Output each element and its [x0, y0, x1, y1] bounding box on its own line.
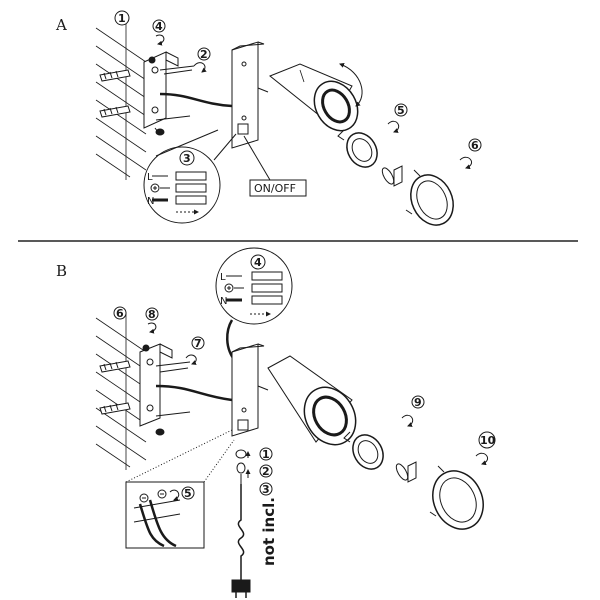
step-number: 4 — [254, 256, 262, 269]
cable-clamp-inset — [125, 481, 205, 549]
step-number: 1 — [118, 12, 126, 25]
callout-line — [203, 439, 235, 483]
wiring-neutral-label: N — [220, 296, 227, 307]
wiring-live-label: L — [147, 172, 153, 183]
step-marker: 1 — [114, 10, 130, 26]
step-number: 5 — [184, 487, 192, 500]
mounting-bracket — [139, 343, 173, 427]
wall-plug — [99, 360, 131, 373]
screw — [155, 65, 195, 121]
rotate-arrow-icon — [169, 489, 180, 501]
step-marker: 2 — [259, 464, 273, 478]
not-included-label: not incl. — [260, 497, 278, 566]
step-number: 2 — [200, 48, 208, 61]
light-bulb — [343, 431, 384, 470]
step-number: 3 — [262, 483, 270, 496]
screw — [155, 361, 191, 417]
step-marker: 6 — [459, 138, 482, 170]
rotate-arrow-icon — [193, 62, 207, 73]
earth-ground-icon — [150, 183, 160, 193]
switch-icon — [237, 419, 249, 431]
step-marker: 4 — [152, 19, 166, 46]
cable — [155, 384, 233, 402]
step-number: 8 — [148, 308, 156, 321]
lamp-shade — [269, 63, 359, 132]
rotate-arrow-icon — [147, 322, 157, 334]
switch-callout-line — [243, 135, 271, 181]
step-marker: 4 — [250, 254, 266, 270]
rotate-arrow-icon — [475, 452, 488, 466]
cable-clamp-parts — [235, 449, 251, 484]
front-ring — [429, 465, 484, 530]
fixture-base-plate — [231, 41, 269, 149]
light-bulb — [337, 129, 378, 168]
wall-plug — [99, 402, 131, 415]
step-marker: 3 — [179, 150, 195, 166]
wall-plug — [99, 69, 131, 82]
step-marker: 3 — [259, 482, 273, 496]
fixture-base-plate — [231, 343, 269, 437]
rotate-arrow-icon — [387, 120, 400, 133]
screw-head — [142, 344, 165, 436]
callout-line — [125, 429, 233, 483]
step-marker: 2 — [193, 47, 211, 73]
step-number: 6 — [471, 139, 479, 152]
plug-icon — [231, 579, 251, 598]
section-a-letter: A — [55, 16, 67, 34]
rotate-arrow-icon — [339, 63, 363, 107]
step-marker: 6 — [113, 306, 127, 320]
step-number: 3 — [183, 152, 191, 165]
lamp-shade — [267, 355, 357, 446]
step-marker: 1 — [259, 447, 273, 461]
wall-plug — [99, 105, 131, 118]
step-number: 4 — [155, 20, 163, 33]
mounting-bracket — [143, 51, 179, 133]
wiring-inset — [215, 247, 293, 325]
cable — [159, 92, 233, 108]
power-cable — [237, 484, 245, 580]
wall-hatch-b — [95, 312, 147, 470]
step-marker: 8 — [145, 307, 159, 334]
switch-label: ON/OFF — [254, 182, 296, 195]
section-b-letter: B — [56, 262, 67, 280]
wiring-inset — [143, 129, 237, 224]
step-number: 6 — [116, 307, 124, 320]
wall-hatch-a — [95, 24, 147, 180]
step-marker: 7 — [185, 336, 205, 365]
lens-clip — [395, 461, 417, 483]
lens-clip — [381, 165, 403, 187]
rotate-arrow-icon — [459, 156, 472, 170]
step-number: 2 — [262, 465, 270, 478]
wiring-neutral-label: N — [147, 196, 154, 207]
switch-label-box — [249, 179, 307, 197]
section-a: A — [55, 10, 482, 226]
step-number: 10 — [480, 434, 496, 447]
step-number: 5 — [397, 104, 405, 117]
step-number: 9 — [414, 396, 422, 409]
section-b: B — [56, 247, 496, 598]
wiring-live-label: L — [220, 272, 226, 283]
step-marker: 10 — [475, 431, 496, 466]
screw-head — [148, 56, 165, 136]
rotate-arrow-icon — [185, 354, 197, 365]
step-number: 1 — [262, 448, 270, 461]
rotate-arrow-icon — [155, 34, 165, 46]
switch-icon — [237, 123, 249, 135]
earth-ground-icon — [224, 283, 234, 293]
step-marker: 9 — [401, 395, 425, 427]
step-marker: 5 — [387, 103, 408, 133]
rotate-arrow-icon — [401, 414, 414, 427]
step-marker: 5 — [169, 486, 195, 501]
front-ring — [405, 169, 454, 226]
step-number: 7 — [194, 337, 202, 350]
